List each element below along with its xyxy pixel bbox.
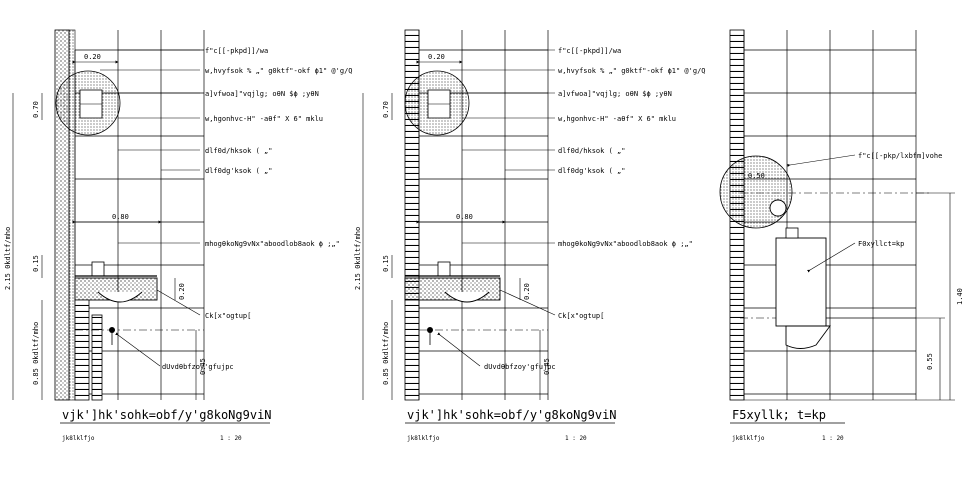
callout-text: w,hvyfsok % „" g0ktf"-okf ϕ1" @'g/Q bbox=[558, 67, 706, 75]
drawing-sublabel: jk8lklfjo bbox=[407, 435, 440, 442]
callout-text: Ck[x"ogtup[ bbox=[558, 312, 604, 320]
dimension-label: 0.45 bbox=[543, 358, 551, 375]
drawing-scale: 1 : 20 bbox=[220, 435, 242, 442]
drawing-scale: 1 : 20 bbox=[565, 435, 587, 442]
callout-text: mhogθkoNg9vNx"aboodlob8aok ϕ ;„" bbox=[205, 240, 340, 248]
dimension-label: 2.15 0kdltf/mho bbox=[4, 227, 12, 290]
elevation-2 bbox=[362, 29, 615, 424]
dimension-label: 0.55 bbox=[926, 353, 934, 370]
wc-bowl bbox=[785, 325, 831, 349]
dimension-label: 0.80 bbox=[456, 213, 473, 221]
dimension-label: 2.15 0kdltf/mho bbox=[354, 227, 362, 290]
cistern-detail-circle bbox=[719, 155, 793, 229]
callout-text: w,hvyfsok % „" g0ktf"-okf ϕ1" @'g/Q bbox=[205, 67, 353, 75]
water-closet-tank bbox=[775, 237, 827, 327]
washbasin bbox=[444, 291, 490, 303]
dimension-label: 0.45 bbox=[199, 358, 207, 375]
dimension-label: 0.20 bbox=[84, 53, 101, 61]
dimension-label: 0.15 bbox=[382, 255, 390, 272]
drawing-scale: 1 : 20 bbox=[822, 435, 844, 442]
elevation-1 bbox=[12, 29, 270, 424]
callout-text: dUvdθbfzoy'gfujpc bbox=[162, 363, 234, 371]
drawing-title: vjk']hk'sohk=obf/y'g8koNg9viN bbox=[407, 408, 617, 422]
dimension-label: 0.85 0kdltf/mho bbox=[382, 322, 390, 385]
callout-text: f"c[[-pkp/lxbfm]vohe bbox=[858, 152, 942, 160]
dimension-label: 0.80 bbox=[112, 213, 129, 221]
callout-text: mhogθkoNg9vNx"aboodlob8aok ϕ ;„" bbox=[558, 240, 693, 248]
dimension-label: 1.40 bbox=[956, 288, 964, 305]
dimension-label: 0.15 bbox=[32, 255, 40, 272]
faucet bbox=[437, 261, 451, 277]
elevation-3 bbox=[719, 29, 955, 424]
callout-text: Ck[x"ogtup[ bbox=[205, 312, 251, 320]
dimension-label: 0.20 bbox=[178, 283, 186, 300]
callout-text: dlf0d/hksok ( „" bbox=[558, 147, 625, 155]
dimension-label: 0.50 bbox=[748, 172, 765, 180]
callout-text: dlf0d/hksok ( „" bbox=[205, 147, 272, 155]
callout-text: f"c[[-pkpd]]/wa bbox=[205, 47, 268, 55]
callout-text: F0xyllct=kp bbox=[858, 240, 904, 248]
drawing-title: vjk']hk'sohk=obf/y'g8koNg9viN bbox=[62, 408, 272, 422]
drawing-sublabel: jk8lklfjo bbox=[732, 435, 765, 442]
callout-text: w,hgonhvc-H" -aθf" X 6" mklu bbox=[205, 115, 323, 123]
callout-text: dlf0dg'ksok ( „" bbox=[205, 167, 272, 175]
dimension-label: 0.70 bbox=[382, 101, 390, 118]
callout-text: a]vfwoa]"vqjlg; oθN $ϕ ;yθN bbox=[205, 90, 319, 98]
callout-text: f"c[[-pkpd]]/wa bbox=[558, 47, 621, 55]
dimension-label: 0.20 bbox=[523, 283, 531, 300]
washbasin bbox=[97, 291, 143, 303]
callout-text: dlf0dg'ksok ( „" bbox=[558, 167, 625, 175]
brick-pier bbox=[74, 299, 90, 401]
dimension-label: 0.85 0kdltf/mho bbox=[32, 322, 40, 385]
drawing-title: F5xyllk; t=kp bbox=[732, 408, 826, 422]
dimension-label: 0.70 bbox=[32, 101, 40, 118]
callout-text: a]vfwoa]"vqjlg; oθN $ϕ ;yθN bbox=[558, 90, 672, 98]
dimension-label: 0.20 bbox=[428, 53, 445, 61]
callout-text: w,hgonhvc-H" -aθf" X 6" mklu bbox=[558, 115, 676, 123]
drawing-sublabel: jk8lklfjo bbox=[62, 435, 95, 442]
callout-text: dUvdθbfzoy'gfujpc bbox=[484, 363, 556, 371]
faucet bbox=[91, 261, 105, 277]
